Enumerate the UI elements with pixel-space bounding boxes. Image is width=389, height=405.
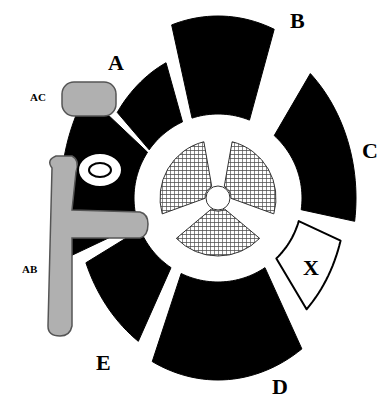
white-sector: X xyxy=(270,215,350,315)
central-core xyxy=(146,126,290,270)
central-canal xyxy=(206,186,230,210)
white-vessel xyxy=(78,153,122,187)
vessel-lumen xyxy=(89,163,111,177)
sector-d xyxy=(152,268,302,380)
black-sectors xyxy=(61,16,357,380)
sector-letter: E xyxy=(96,352,111,374)
sector-e xyxy=(86,229,171,341)
sector-letter: B xyxy=(290,10,305,32)
structure-label: AC xyxy=(30,92,46,103)
hatched-core-sector xyxy=(176,209,259,256)
sector-letter: C xyxy=(362,140,378,162)
sector-letter: X xyxy=(303,257,319,279)
hatched-core-sector xyxy=(224,142,276,214)
ac-structure xyxy=(62,82,116,116)
sector-letter: A xyxy=(108,52,124,74)
sector-b xyxy=(172,16,275,120)
hatched-core-sector xyxy=(160,142,212,214)
left-structures xyxy=(48,82,148,336)
white-ring xyxy=(146,126,290,270)
sector-letter: D xyxy=(272,376,288,398)
structure-label: AB xyxy=(22,264,37,275)
white-sector-shape xyxy=(276,221,340,309)
